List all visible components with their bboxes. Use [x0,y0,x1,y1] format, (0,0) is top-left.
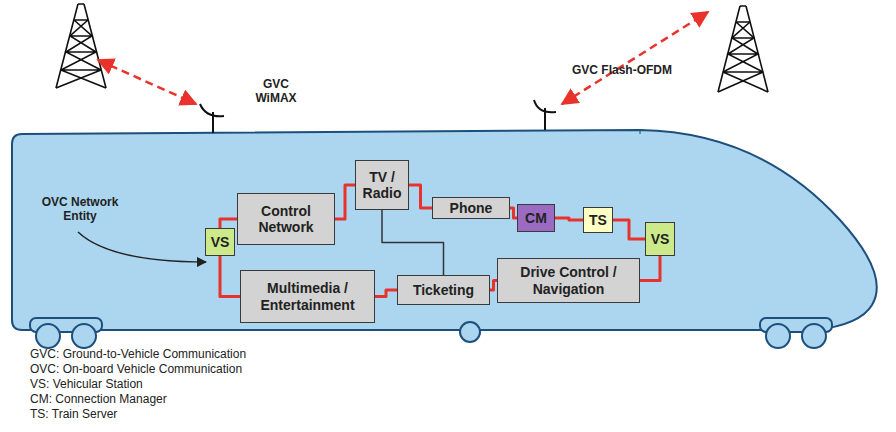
network-link [640,256,660,281]
network-link [409,185,432,208]
train-body [12,130,877,330]
box-text: Control Network [242,203,330,235]
network-link [555,218,583,220]
network-link [335,185,355,219]
box-text: VS [211,234,230,250]
label-text: GVC: Ground-to-Vehicle Communication [30,347,246,361]
label-text: GVC Flash-OFDM [572,63,672,77]
process-box: Ticketing [397,275,490,305]
radio-link [562,12,708,104]
label-text: OVC: On-board Vehicle Communication [30,362,242,376]
network-link [490,281,497,291]
legend-note: CM: Connection Manager [30,393,360,407]
network-link [510,208,517,218]
network-link [220,256,240,297]
process-box: Control Network [237,193,335,245]
station-box: VS [645,222,675,256]
station-box: VS [205,228,235,256]
radio-link [98,60,196,104]
box-text: VS [651,231,670,247]
label-text: VS: Vehicular Station [30,377,143,391]
label-text: CM: Connection Manager [30,392,167,406]
box-text: Drive Control / Navigation [502,264,635,296]
legend-note: VS: Vehicular Station [30,378,360,392]
link-label: GVC Flash-OFDM [572,64,672,78]
process-box: Phone [432,197,510,219]
network-link [613,220,645,239]
wheels [30,318,832,348]
callout-label: OVC Network Entity [30,196,130,224]
box-text: Multimedia / Entertainment [245,280,370,312]
network-link [220,219,237,228]
leader-arrow [78,232,206,262]
box-text: TS [589,212,607,228]
box-text: Phone [450,200,493,216]
network-link [382,210,444,275]
label-text: GVC WiMAX [255,77,296,105]
label-text: TS: Train Server [30,407,117,421]
link-label: GVC WiMAX [244,78,308,106]
network-link [375,290,397,297]
process-box: Multimedia / Entertainment [240,270,375,323]
legend-note: GVC: Ground-to-Vehicle Communication [30,348,360,362]
process-box: Drive Control / Navigation [497,258,640,303]
label-text: OVC Network Entity [42,195,119,223]
legend-note: TS: Train Server [30,408,360,422]
legend-note: OVC: On-board Vehicle Communication [30,363,360,377]
radio-tower [56,4,768,92]
box-text: Ticketing [413,282,474,298]
box-text: TV / Radio [360,169,404,201]
box-text: CM [525,210,547,226]
manager-box: CM [517,204,555,232]
server-box: TS [583,207,613,233]
process-box: TV / Radio [355,160,409,210]
antenna [200,100,556,133]
